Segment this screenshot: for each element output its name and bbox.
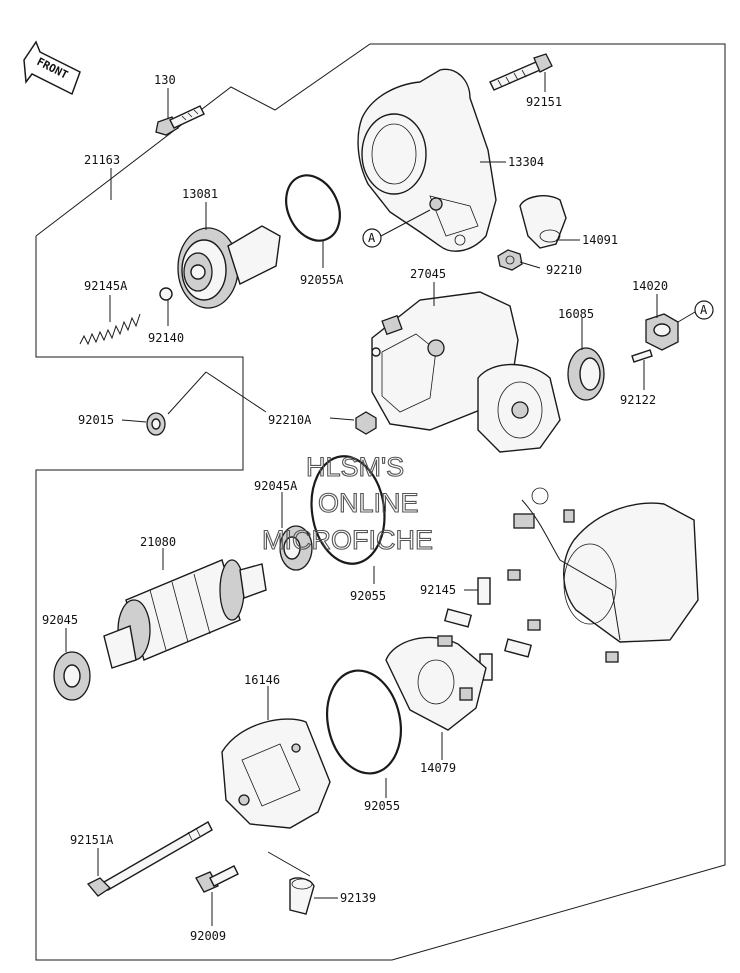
part-labels: 130 92151 21163 13304 13081 92055A 14091…: [42, 73, 668, 943]
leader-lines: [65, 72, 658, 926]
watermark-line-1: HLSM'S: [306, 452, 404, 482]
label-92055-lower: 92055: [364, 799, 400, 813]
clutch-14020: [645, 313, 679, 351]
label-92140: 92140: [148, 331, 184, 345]
label-92045: 92045: [42, 613, 78, 627]
label-27045: 27045: [410, 267, 446, 281]
o-ring-92055-lower: [326, 669, 402, 775]
watermark: HLSM'S ONLINE MICROFICHE: [261, 451, 433, 555]
bearing-92045: [53, 651, 91, 701]
label-92210: 92210: [546, 263, 582, 277]
o-ring-92055A: [285, 174, 341, 242]
label-92145: 92145: [420, 583, 456, 597]
label-92055A: 92055A: [300, 273, 344, 287]
bolt-92151: [489, 53, 553, 91]
nut-92210A: [355, 411, 377, 435]
cap-92139: [289, 877, 315, 915]
reference-marker-a-right: A: [677, 300, 714, 323]
bearing-92045A: [279, 525, 313, 571]
brush-holder-14079: [385, 635, 487, 731]
label-92210A: 92210A: [268, 413, 312, 427]
reference-marker-a-right-text: A: [700, 303, 708, 317]
frame-outline: [35, 43, 726, 961]
solenoid-27045: [371, 291, 561, 453]
yoke-field-frame: [507, 487, 699, 663]
boot-14091: [519, 195, 567, 249]
through-bolt-92151A: [86, 821, 213, 897]
spring-92145A: [79, 313, 141, 346]
label-92151A: 92151A: [70, 833, 114, 847]
label-16146: 16146: [244, 673, 280, 687]
label-14079: 14079: [420, 761, 456, 775]
brush-springs-92145: [443, 577, 533, 681]
end-cover-16146: [221, 718, 331, 829]
label-92151: 92151: [526, 95, 562, 109]
nut-92210: [497, 249, 523, 271]
label-92139: 92139: [340, 891, 376, 905]
label-130: 130: [154, 73, 176, 87]
screw-92009: [195, 865, 239, 893]
label-92055-upper: 92055: [350, 589, 386, 603]
label-13081: 13081: [182, 187, 218, 201]
label-13304: 13304: [508, 155, 544, 169]
label-92145A: 92145A: [84, 279, 128, 293]
idle-gear-16085: [567, 347, 605, 401]
bolt-130: [155, 105, 205, 136]
label-92122: 92122: [620, 393, 656, 407]
label-92045A: 92045A: [254, 479, 298, 493]
ball-92140: [159, 287, 173, 301]
label-92009: 92009: [190, 929, 226, 943]
drive-housing-13304: [357, 68, 497, 252]
watermark-line-3: MICROFICHE: [262, 525, 433, 555]
watermark-line-2: ONLINE: [318, 488, 419, 518]
reference-marker-a-left-text: A: [368, 231, 376, 245]
o-ring-92055-upper: [310, 455, 386, 565]
front-arrow: FRONT: [23, 40, 81, 96]
label-14020: 14020: [632, 279, 668, 293]
armature-21080: [103, 559, 267, 669]
pinion-gear-13081: [177, 225, 281, 309]
label-21163: 21163: [84, 153, 120, 167]
label-92015: 92015: [78, 413, 114, 427]
washer-92015: [146, 412, 166, 436]
reference-marker-a-left: A: [362, 209, 431, 248]
pin-92122: [631, 349, 653, 363]
label-16085: 16085: [558, 307, 594, 321]
label-21080: 21080: [140, 535, 176, 549]
label-14091: 14091: [582, 233, 618, 247]
